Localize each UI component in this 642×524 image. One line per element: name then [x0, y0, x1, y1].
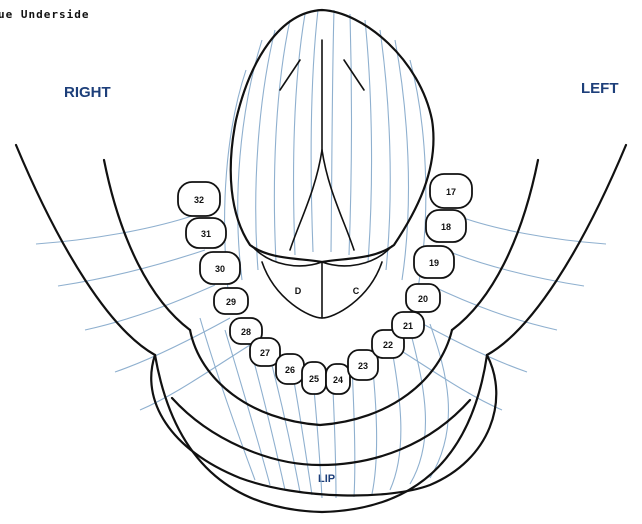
tooth-19: 19 — [414, 246, 454, 278]
tooth-label: 18 — [441, 222, 451, 232]
tooth-31: 31 — [186, 218, 226, 248]
gland-label-right: C — [353, 286, 360, 296]
gland-label-left: D — [295, 286, 302, 296]
tooth-label: 20 — [418, 294, 428, 304]
tooth-20: 20 — [406, 284, 440, 312]
tooth-29: 29 — [214, 288, 248, 314]
tooth-label: 28 — [241, 327, 251, 337]
tooth-21: 21 — [392, 312, 424, 338]
tooth-label: 21 — [403, 321, 413, 331]
tooth-label: 22 — [383, 340, 393, 350]
tooth-32: 32 — [178, 182, 220, 216]
tooth-label: 17 — [446, 187, 456, 197]
tooth-label: 24 — [333, 375, 343, 385]
tooth-label: 26 — [285, 365, 295, 375]
tooth-label: 23 — [358, 361, 368, 371]
tooth-label: 25 — [309, 374, 319, 384]
tooth-18: 18 — [426, 210, 466, 242]
tooth-label: 29 — [226, 297, 236, 307]
tooth-label: 32 — [194, 195, 204, 205]
tooth-27: 27 — [250, 338, 280, 366]
tooth-label: 30 — [215, 264, 225, 274]
tooth-26: 26 — [276, 354, 304, 384]
tooth-23: 23 — [348, 350, 378, 380]
tooth-label: 27 — [260, 348, 270, 358]
tooth-label: 19 — [429, 258, 439, 268]
outlines — [16, 10, 626, 512]
tooth-24: 24 — [326, 364, 350, 394]
tooth-label: 31 — [201, 229, 211, 239]
tooth-17: 17 — [430, 174, 472, 208]
teeth-group: 32 31 30 29 28 27 26 25 24 23 22 21 20 1… — [178, 174, 472, 394]
tooth-25: 25 — [302, 362, 326, 394]
tooth-30: 30 — [200, 252, 240, 284]
